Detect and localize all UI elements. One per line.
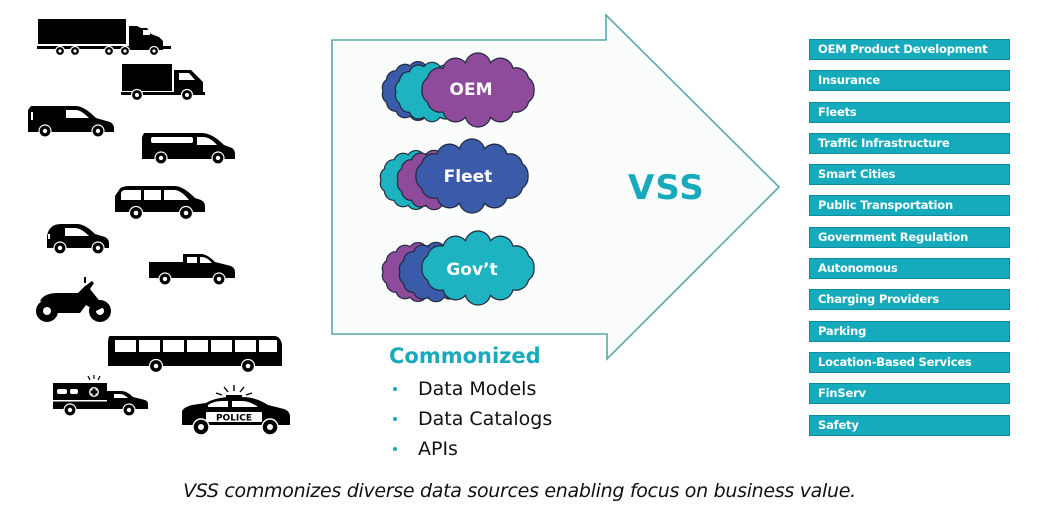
use-case-charging-providers: Charging Providers: [809, 289, 1010, 311]
cloud-front: [415, 138, 529, 214]
caption: VSS commonizes diverse data sources enab…: [183, 480, 856, 502]
commonized-item: APIs: [389, 434, 552, 464]
cloud-label-fleet: Fleet: [443, 167, 493, 187]
motorcycle-icon: [36, 277, 111, 322]
bullet-icon: [393, 447, 397, 451]
commonized-item: Data Models: [389, 374, 552, 404]
use-case-public-transportation: Public Transportation: [809, 195, 1010, 217]
use-case-traffic-infrastructure: Traffic Infrastructure: [809, 132, 1010, 154]
semi-truck-icon: [37, 19, 171, 57]
commonized-item: Data Catalogs: [389, 404, 552, 434]
cloud-label-govt: Gov’t: [446, 260, 498, 280]
use-case-autonomous: Autonomous: [809, 258, 1010, 280]
commonized-list: Data Models Data Catalogs APIs: [389, 374, 552, 464]
pickup-truck-icon: [149, 254, 235, 286]
minivan-icon: [115, 186, 205, 221]
bus-icon: [108, 336, 282, 374]
vss-title: VSS: [628, 168, 705, 208]
use-case-insurance: Insurance: [809, 70, 1010, 92]
compact-car-icon: [47, 224, 109, 255]
cloud-front: [421, 52, 535, 128]
police-text: POLICE: [216, 414, 252, 424]
bullet-icon: [393, 387, 397, 391]
passenger-van-icon: [142, 133, 235, 165]
cloud-stack-0: [381, 52, 535, 128]
use-case-government-regulation: Government Regulation: [809, 226, 1010, 248]
use-case-smart-cities: Smart Cities: [809, 164, 1010, 186]
bullet-icon: [393, 417, 397, 421]
box-truck-icon: [121, 64, 205, 102]
use-case-fleets: Fleets: [809, 101, 1010, 123]
cloud-stack-1: [379, 138, 529, 214]
use-case-location-based-services: Location-Based Services: [809, 351, 1010, 373]
commonized-heading: Commonized: [389, 344, 541, 368]
use-case-safety: Safety: [809, 414, 1010, 436]
use-case-list: OEM Product Development Insurance Fleets…: [809, 39, 1010, 446]
police-car-icon: POLICE: [182, 385, 290, 436]
use-case-finserv: FinServ: [809, 383, 1010, 405]
cloud-front: [421, 230, 535, 306]
cloud-stack-2: [381, 230, 535, 306]
use-case-parking: Parking: [809, 320, 1010, 342]
delivery-van-icon: [28, 106, 114, 138]
cloud-label-oem: OEM: [449, 80, 493, 100]
ambulance-icon: [53, 375, 148, 417]
use-case-oem-product-development: OEM Product Development: [809, 39, 1010, 60]
